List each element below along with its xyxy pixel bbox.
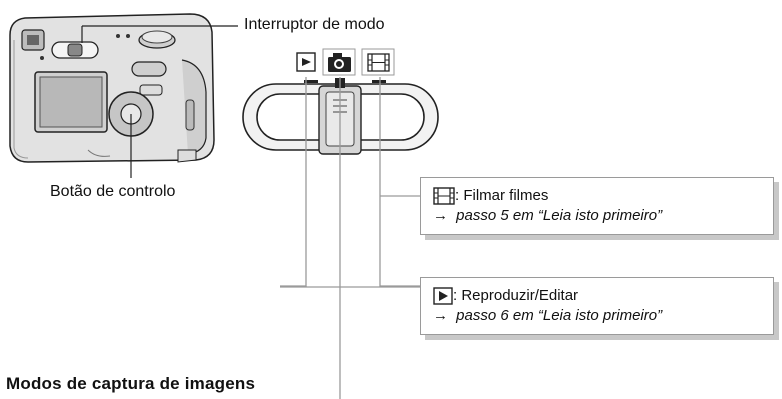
play-icon bbox=[433, 287, 453, 305]
camera-mode-icon bbox=[322, 48, 356, 76]
playback-arrow: → bbox=[433, 307, 448, 324]
movie-arrow: → bbox=[433, 207, 448, 224]
control-button-label: Botão de controlo bbox=[50, 183, 176, 200]
mode-switch-label: Interruptor de modo bbox=[244, 16, 385, 33]
movie-mode-callout: : Filmar filmes → passo 5 em “Leia isto … bbox=[420, 177, 774, 235]
playback-mode-icon bbox=[296, 52, 316, 72]
movie-mode-icon bbox=[361, 48, 395, 76]
movie-mode-ref: passo 5 em “Leia isto primeiro” bbox=[456, 207, 663, 224]
playback-mode-ref: passo 6 em “Leia isto primeiro” bbox=[456, 307, 663, 324]
playback-mode-callout: : Reproduzir/Editar → passo 6 em “Leia i… bbox=[420, 277, 774, 335]
callout-leaders bbox=[280, 77, 430, 399]
camera-illustration bbox=[9, 13, 215, 163]
playback-mode-text: : Reproduzir/Editar bbox=[453, 287, 579, 304]
capture-modes-heading: Modos de captura de imagens bbox=[6, 374, 256, 393]
film-icon bbox=[433, 187, 455, 205]
movie-mode-text: : Filmar filmes bbox=[455, 187, 549, 204]
